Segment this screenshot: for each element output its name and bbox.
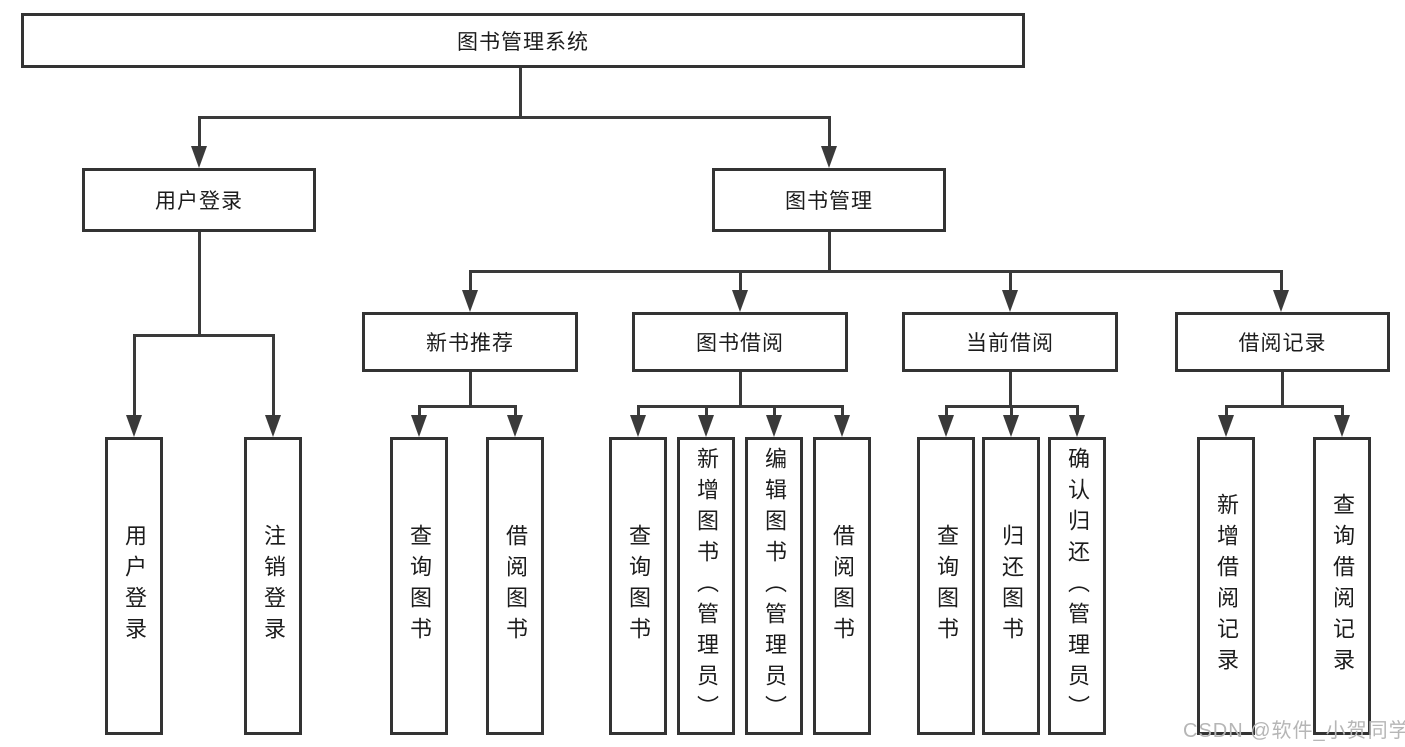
watermark: CSDN @软件_小贺同学	[1183, 720, 1405, 742]
connector-line	[637, 405, 844, 408]
connector-line	[1009, 270, 1012, 292]
connector-line	[519, 68, 522, 118]
connector-line	[1076, 405, 1079, 417]
node-user-login: 用户登录	[82, 168, 316, 232]
leaf-borrow-books-2: 借阅图书	[813, 437, 871, 735]
connector-line	[739, 372, 742, 408]
leaf-label: 新增借阅记录	[1214, 493, 1239, 679]
leaf-label: 借阅图书	[830, 524, 855, 648]
connector-line	[198, 232, 201, 337]
leaf-query-borrow-record: 查询借阅记录	[1313, 437, 1371, 735]
leaf-label: 借阅图书	[503, 524, 528, 648]
arrow-down-icon	[821, 146, 837, 168]
leaf-confirm-return-admin: 确认归还（管理员）	[1048, 437, 1106, 735]
connector-line	[514, 405, 517, 417]
leaf-query-books-3: 查询图书	[917, 437, 975, 735]
arrow-down-icon	[1334, 415, 1350, 437]
arrow-down-icon	[938, 415, 954, 437]
connector-line	[1225, 405, 1228, 417]
connector-line	[1010, 405, 1013, 417]
arrow-down-icon	[698, 415, 714, 437]
connector-line	[1341, 405, 1344, 417]
connector-line	[841, 405, 844, 417]
leaf-edit-book-admin: 编辑图书（管理员）	[745, 437, 803, 735]
connector-line	[469, 372, 472, 408]
node-label: 图书管理	[785, 190, 873, 213]
arrow-down-icon	[1273, 290, 1289, 312]
node-current-borrowing: 当前借阅	[902, 312, 1118, 372]
arrow-down-icon	[1003, 415, 1019, 437]
arrow-down-icon	[732, 290, 748, 312]
arrow-down-icon	[265, 415, 281, 437]
leaf-label: 用户登录	[122, 524, 147, 648]
connector-line	[272, 334, 275, 417]
node-book-borrowing: 图书借阅	[632, 312, 848, 372]
leaf-query-books-2: 查询图书	[609, 437, 667, 735]
node-book-management-system: 图书管理系统	[21, 13, 1025, 68]
connector-line	[198, 116, 831, 119]
node-label: 图书管理系统	[457, 30, 589, 54]
connector-line	[418, 405, 421, 417]
leaf-label: 查询图书	[934, 524, 959, 648]
node-new-book-recommendation: 新书推荐	[362, 312, 578, 372]
connector-line	[133, 334, 275, 337]
leaf-label: 查询图书	[626, 524, 651, 648]
connector-line	[773, 405, 776, 417]
connector-line	[1280, 270, 1283, 292]
arrow-down-icon	[462, 290, 478, 312]
leaf-user-login: 用户登录	[105, 437, 163, 735]
connector-line	[198, 116, 201, 148]
leaf-add-book-admin: 新增图书（管理员）	[677, 437, 735, 735]
leaf-logout: 注销登录	[244, 437, 302, 735]
arrow-down-icon	[191, 146, 207, 168]
node-book-management: 图书管理	[712, 168, 946, 232]
leaf-return-books: 归还图书	[982, 437, 1040, 735]
connector-line	[133, 334, 136, 417]
arrow-down-icon	[1002, 290, 1018, 312]
connector-line	[739, 270, 742, 292]
connector-line	[469, 270, 1282, 273]
connector-line	[828, 232, 831, 273]
node-borrowing-records: 借阅记录	[1175, 312, 1390, 372]
arrow-down-icon	[766, 415, 782, 437]
leaf-label: 编辑图书（管理员）	[762, 446, 787, 726]
arrow-down-icon	[126, 415, 142, 437]
connector-line	[705, 405, 708, 417]
arrow-down-icon	[411, 415, 427, 437]
arrow-down-icon	[1069, 415, 1085, 437]
node-label: 新书推荐	[426, 332, 514, 355]
arrow-down-icon	[630, 415, 646, 437]
node-label: 用户登录	[155, 190, 243, 213]
arrow-down-icon	[507, 415, 523, 437]
leaf-borrow-books: 借阅图书	[486, 437, 544, 735]
arrow-down-icon	[834, 415, 850, 437]
leaf-label: 注销登录	[261, 524, 286, 648]
node-label: 图书借阅	[696, 332, 784, 355]
leaf-label: 归还图书	[999, 524, 1024, 648]
connector-line	[418, 405, 517, 408]
leaf-label: 确认归还（管理员）	[1065, 446, 1090, 726]
connector-line	[828, 116, 831, 148]
arrow-down-icon	[1218, 415, 1234, 437]
connector-line	[469, 270, 472, 292]
connector-line	[1009, 372, 1012, 408]
connector-line	[945, 405, 948, 417]
connector-line	[1281, 372, 1284, 408]
leaf-add-borrow-record: 新增借阅记录	[1197, 437, 1255, 735]
leaf-label: 新增图书（管理员）	[694, 446, 719, 726]
connector-line	[1225, 405, 1344, 408]
node-label: 借阅记录	[1238, 332, 1327, 355]
node-label: 当前借阅	[966, 332, 1054, 355]
connector-line	[637, 405, 640, 417]
leaf-query-books: 查询图书	[390, 437, 448, 735]
leaf-label: 查询图书	[407, 524, 432, 648]
leaf-label: 查询借阅记录	[1330, 493, 1355, 679]
